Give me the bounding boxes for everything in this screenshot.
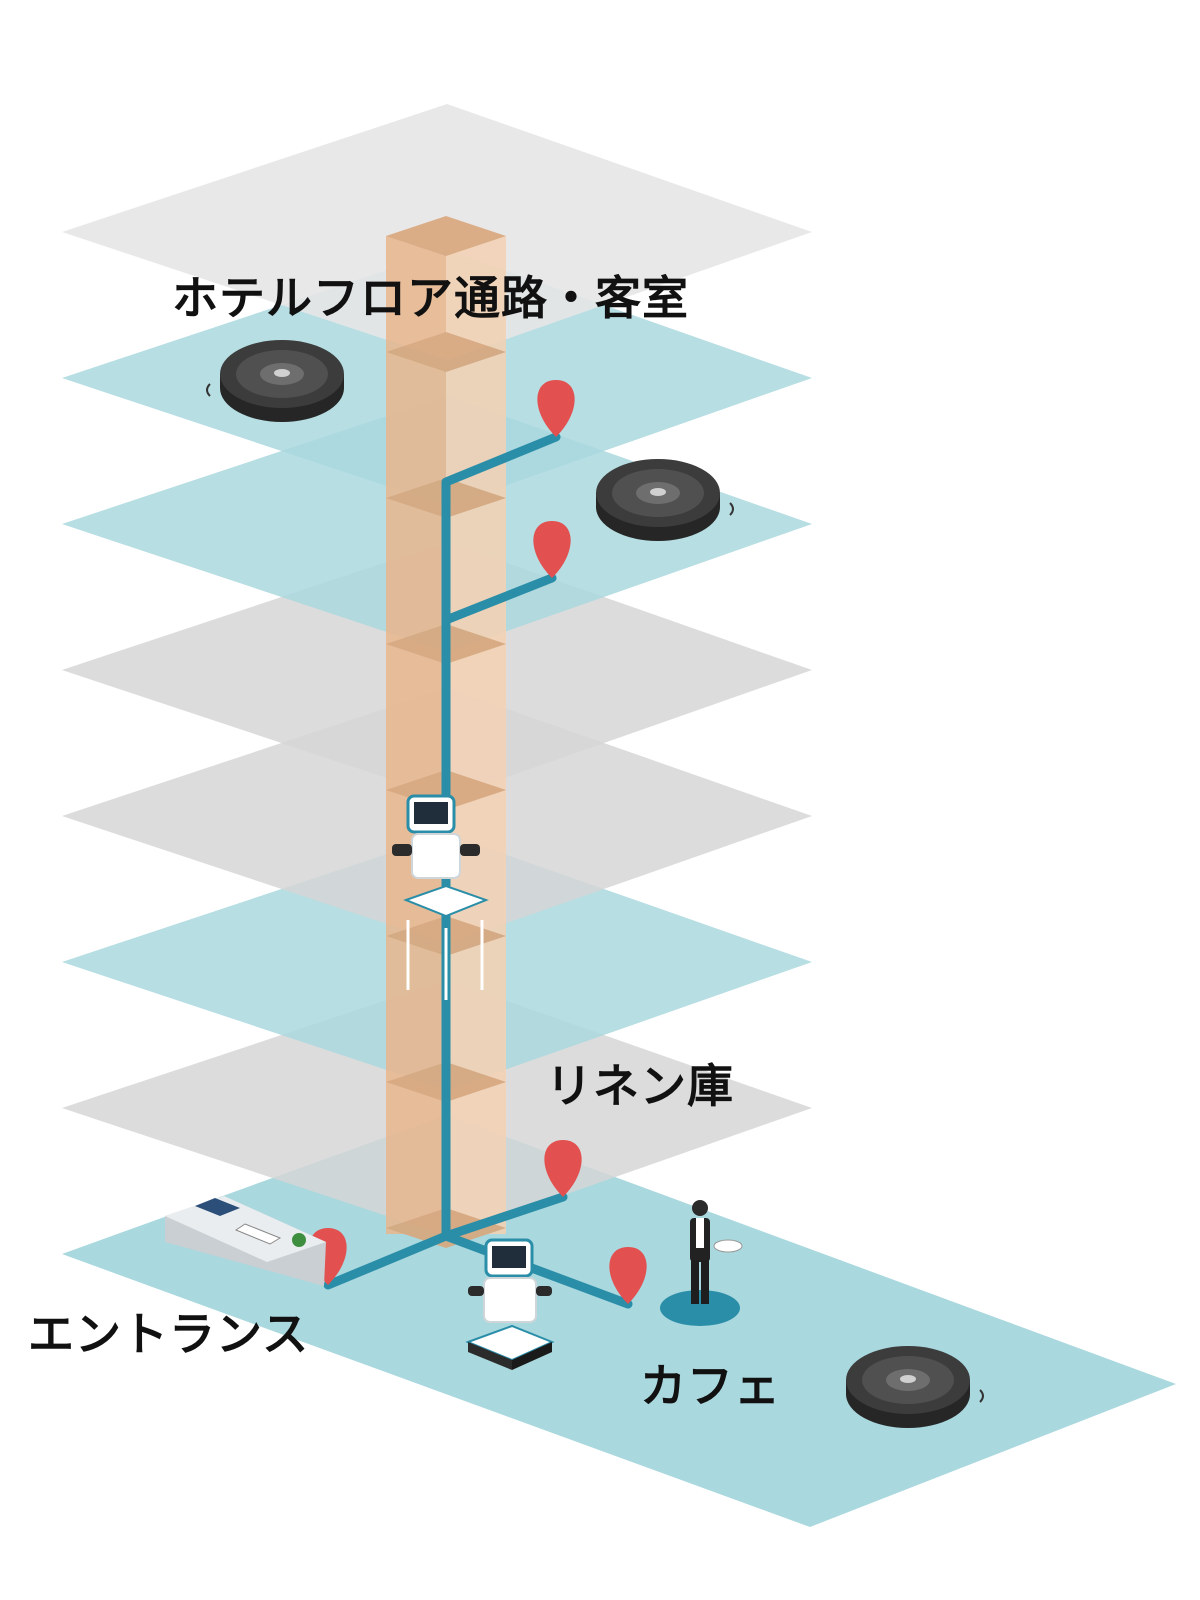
- hotel-floor-label: ホテルフロア通路・客室: [172, 271, 689, 325]
- robot-vacuum-icon: [206, 340, 344, 422]
- entrance-label: エントランス: [28, 1307, 310, 1361]
- linen-room-label: リネン庫: [546, 1059, 734, 1113]
- waiter-icon: [660, 1200, 743, 1326]
- cafe-label: カフェ: [640, 1359, 781, 1413]
- delivery-robot-icon: [392, 794, 489, 1000]
- robot-vacuum-icon: [846, 1346, 984, 1428]
- delivery-robot-icon: [465, 1238, 555, 1370]
- elevator-shaft: [386, 216, 506, 1248]
- reception-desk-icon: [165, 1196, 326, 1286]
- robot-vacuum-icon: [596, 459, 734, 541]
